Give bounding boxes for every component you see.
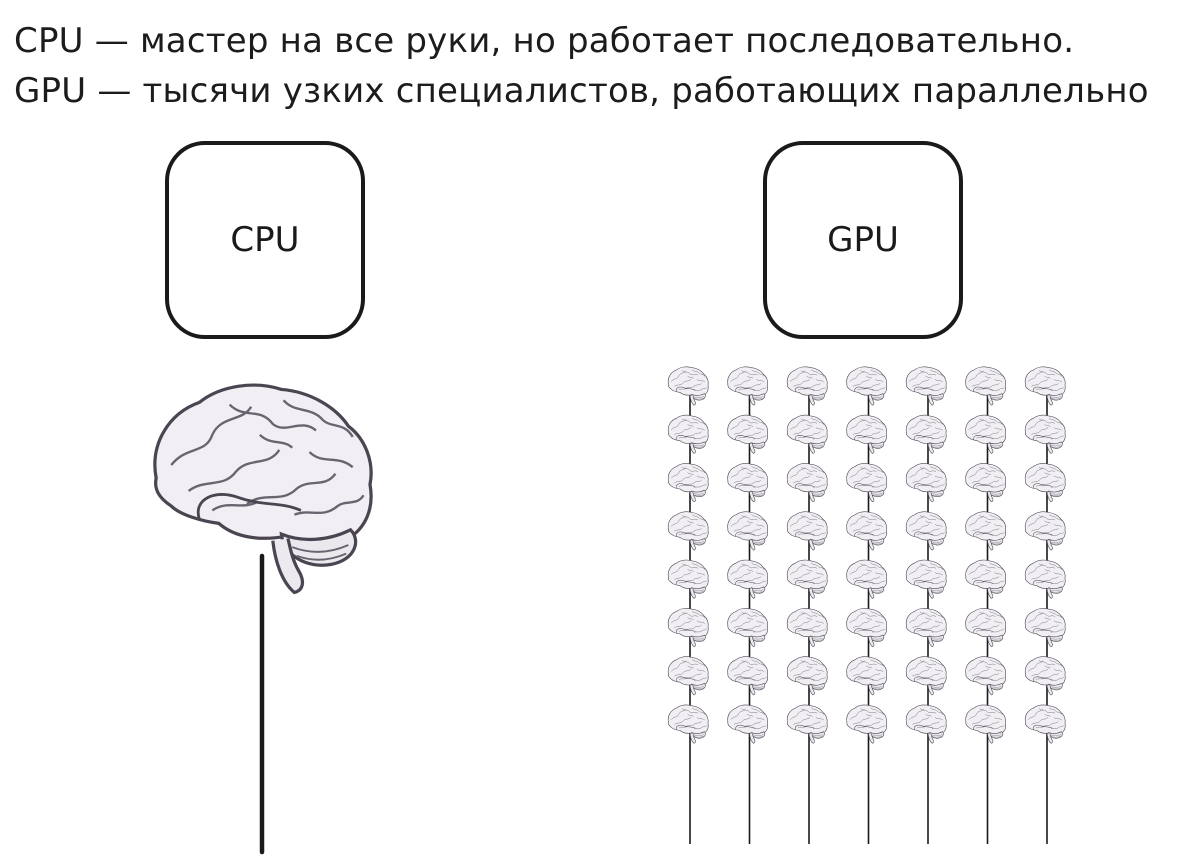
caption-gpu-line: GPU — тысячи узких специалистов, работаю… — [14, 71, 1149, 111]
caption-cpu-line: CPU — мастер на все руки, но работает по… — [14, 21, 1075, 61]
gpu-brain-icon — [727, 656, 769, 696]
gpu-brain-icon — [667, 607, 709, 648]
cpu-chip: CPU — [165, 141, 365, 339]
gpu-brain-icon — [846, 607, 888, 648]
gpu-brain-icon — [846, 463, 888, 503]
gpu-brain-icon — [786, 607, 828, 648]
gpu-chip-label: GPU — [827, 220, 899, 260]
gpu-brain-icon — [965, 656, 1007, 696]
gpu-brain-icon — [905, 559, 947, 599]
gpu-brain-icon — [786, 511, 828, 551]
gpu-chip: GPU — [763, 141, 963, 339]
gpu-brain-icon — [905, 366, 947, 406]
gpu-brain-icon — [786, 704, 828, 744]
gpu-worker-grid — [667, 366, 1066, 744]
gpu-brain-icon — [667, 414, 709, 454]
gpu-brain-icon — [846, 656, 888, 696]
gpu-brain-icon — [727, 607, 769, 648]
gpu-brain-icon — [965, 511, 1007, 551]
gpu-brain-icon — [905, 414, 947, 454]
gpu-brain-icon — [846, 559, 888, 599]
gpu-brain-icon — [965, 704, 1007, 744]
gpu-brain-icon — [1024, 607, 1066, 648]
gpu-brain-icon — [1024, 704, 1066, 744]
gpu-brain-icon — [667, 366, 709, 406]
gpu-brain-icon — [1024, 511, 1066, 551]
gpu-brain-icon — [786, 656, 828, 696]
gpu-brain-icon — [786, 463, 828, 503]
gpu-brain-icon — [667, 656, 709, 696]
gpu-brain-icon — [667, 463, 709, 503]
gpu-brain-icon — [786, 559, 828, 599]
gpu-brain-icon — [965, 366, 1007, 406]
gpu-brain-icon — [1024, 656, 1066, 696]
gpu-brain-icon — [905, 607, 947, 648]
gpu-brain-icon — [727, 366, 769, 406]
gpu-brain-icon — [727, 414, 769, 454]
gpu-thread-lines — [689, 372, 1048, 844]
cpu-chip-label: CPU — [230, 220, 300, 260]
gpu-brain-icon — [727, 463, 769, 503]
gpu-brain-icon — [846, 704, 888, 744]
gpu-brain-icon — [905, 656, 947, 696]
gpu-brain-icon — [667, 559, 709, 599]
gpu-brain-icon — [1024, 414, 1066, 454]
cpu-worker — [153, 383, 373, 855]
gpu-brain-icon — [727, 704, 769, 744]
gpu-brain-icon — [1024, 463, 1066, 503]
gpu-brain-icon — [786, 366, 828, 406]
gpu-brain-icon — [965, 414, 1007, 454]
gpu-brain-icon — [1024, 559, 1066, 599]
gpu-brain-icon — [727, 559, 769, 599]
gpu-brain-icon — [965, 607, 1007, 648]
gpu-brain-icon — [965, 559, 1007, 599]
gpu-brain-icon — [1024, 366, 1066, 406]
gpu-brain-icon — [965, 463, 1007, 503]
gpu-brain-icon — [727, 511, 769, 551]
gpu-brain-icon — [786, 414, 828, 454]
gpu-brain-icon — [905, 463, 947, 503]
gpu-brain-icon — [667, 704, 709, 744]
gpu-brain-icon — [846, 414, 888, 454]
gpu-brain-icon — [846, 366, 888, 406]
caption: CPU — мастер на все руки, но работает по… — [14, 16, 1149, 116]
gpu-brain-icon — [667, 511, 709, 551]
gpu-brain-icon — [846, 511, 888, 551]
gpu-brain-icon — [905, 511, 947, 551]
gpu-brain-icon — [905, 704, 947, 744]
